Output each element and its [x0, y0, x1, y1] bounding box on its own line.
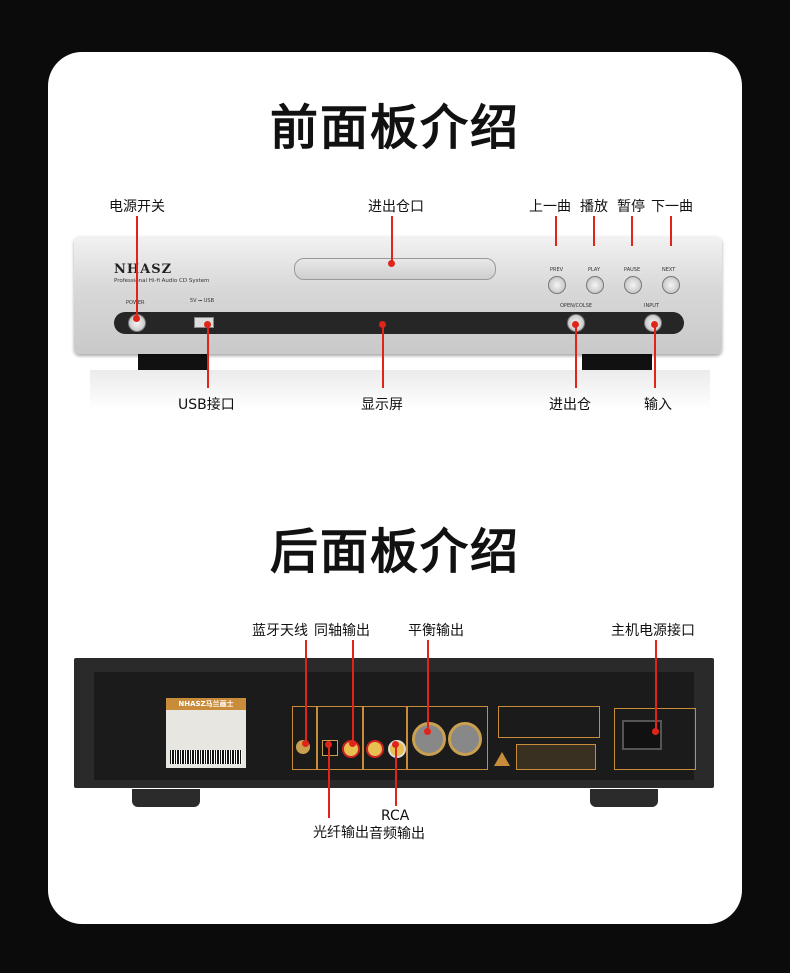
- label-power-switch: 电源开关: [109, 199, 165, 215]
- xlr-left-port[interactable]: [412, 722, 446, 756]
- label-usb: USB接口: [178, 397, 235, 413]
- prev-text: PREV: [550, 267, 564, 273]
- label-next: 下一曲: [651, 199, 693, 215]
- label-rca-line1: RCA: [381, 808, 410, 824]
- callout-optical-line: [328, 744, 330, 818]
- caution-box: [516, 744, 596, 770]
- callout-input-dot: [651, 321, 658, 328]
- rca-box: [362, 706, 408, 770]
- label-eject: 进出仓: [549, 397, 591, 413]
- callout-usb-line: [207, 324, 209, 388]
- balanced-box: [406, 706, 488, 770]
- display-strip: [114, 312, 684, 334]
- label-balanced-out: 平衡输出: [408, 623, 464, 639]
- callout-tray-line: [391, 216, 393, 262]
- power-socket[interactable]: [622, 720, 662, 750]
- open-close-text: OPEN/COLSE: [560, 303, 593, 309]
- callout-antenna-dot: [302, 740, 309, 747]
- callout-coaxial-dot: [349, 740, 356, 747]
- label-play: 播放: [580, 199, 608, 215]
- callout-power-dot: [133, 315, 140, 322]
- input-text: INPUT: [644, 303, 659, 309]
- play-button[interactable]: [586, 276, 604, 294]
- callout-coaxial-line: [352, 640, 354, 742]
- callout-balanced-line: [427, 640, 429, 730]
- callout-power-socket-line: [655, 640, 657, 730]
- front-foot-right: [582, 354, 652, 370]
- prev-button[interactable]: [548, 276, 566, 294]
- callout-next-line: [670, 216, 672, 246]
- pause-text: PAUSE: [624, 267, 641, 273]
- nameplate: NHASZ马兰画士: [166, 698, 246, 768]
- label-prev: 上一曲: [529, 199, 571, 215]
- warning-icon: [494, 752, 510, 766]
- power-text: POWER: [126, 300, 145, 306]
- callout-rca-dot: [392, 741, 399, 748]
- device-tagline: Professional Hi-fi Audio CD System: [114, 278, 210, 284]
- next-text: NEXT: [662, 267, 676, 273]
- front-foot-left: [138, 354, 208, 370]
- callout-usb-dot: [204, 321, 211, 328]
- callout-rca-line: [395, 744, 397, 806]
- next-button[interactable]: [662, 276, 680, 294]
- rear-foot-left: [132, 789, 200, 807]
- callout-balanced-dot: [424, 728, 431, 735]
- callout-eject-line: [575, 324, 577, 388]
- label-tray: 进出仓口: [368, 199, 424, 215]
- callout-power-line: [136, 216, 138, 318]
- callout-display-line: [382, 324, 384, 388]
- front-reflection: [90, 370, 710, 410]
- callout-pause-line: [631, 216, 633, 246]
- xlr-right-port[interactable]: [448, 722, 482, 756]
- label-bluetooth-antenna: 蓝牙天线: [252, 623, 308, 639]
- front-panel-title: 前面板介绍: [269, 100, 520, 156]
- callout-tray-dot: [388, 260, 395, 267]
- label-rca-line2: 音频输出: [369, 826, 425, 842]
- pause-button[interactable]: [624, 276, 642, 294]
- callout-display-dot: [379, 321, 386, 328]
- info-box: [498, 706, 600, 738]
- rca-left-port[interactable]: [366, 740, 384, 758]
- callout-optical-dot: [325, 741, 332, 748]
- callout-antenna-line: [305, 640, 307, 742]
- label-main-power: 主机电源接口: [611, 623, 695, 639]
- callout-input-line: [654, 324, 656, 388]
- label-input: 输入: [644, 397, 672, 413]
- rear-foot-right: [590, 789, 658, 807]
- rear-panel-device: NHASZ马兰画士: [74, 658, 714, 788]
- callout-play-line: [593, 216, 595, 246]
- label-coaxial-out: 同轴输出: [314, 623, 370, 639]
- rear-panel-title: 后面板介绍: [269, 524, 520, 580]
- disc-tray: [294, 258, 496, 280]
- callout-power-socket-dot: [652, 728, 659, 735]
- front-panel-device: NHASZ Professional Hi-fi Audio CD System…: [74, 236, 722, 354]
- label-pause: 暂停: [617, 199, 645, 215]
- digital-out-box: [316, 706, 364, 770]
- device-brand: NHASZ: [114, 262, 173, 277]
- callout-prev-line: [555, 216, 557, 246]
- label-optical-out: 光纤输出: [313, 825, 369, 841]
- nameplate-brand: NHASZ马兰画士: [166, 698, 246, 710]
- play-text: PLAY: [588, 267, 601, 273]
- label-display: 显示屏: [361, 397, 403, 413]
- barcode: [170, 750, 242, 764]
- callout-eject-dot: [572, 321, 579, 328]
- usb-text: 5V ⎓ USB: [190, 298, 215, 304]
